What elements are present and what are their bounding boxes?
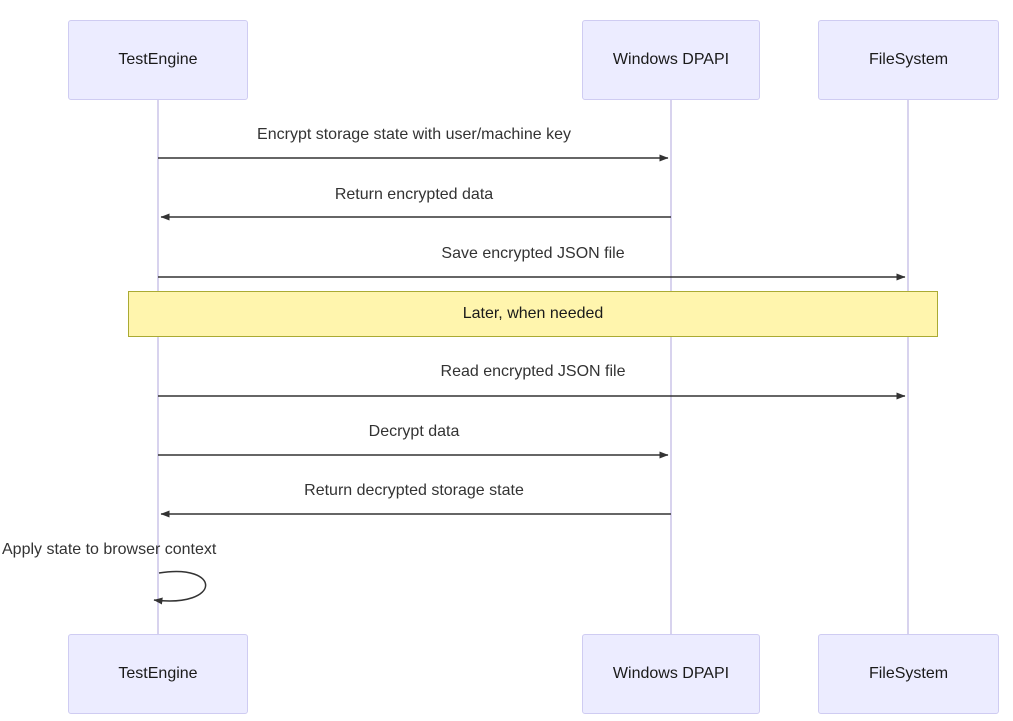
message-label: Apply state to browser context — [2, 541, 217, 558]
lifeline-filesystem — [907, 100, 909, 634]
actor-label: Windows DPAPI — [612, 665, 730, 682]
note-band: Later, when needed — [128, 291, 938, 337]
actor-label: FileSystem — [868, 665, 949, 682]
actor-top-windows-dpapi: Windows DPAPI — [582, 20, 760, 100]
actor-label: FileSystem — [868, 51, 949, 68]
actor-bottom-windows-dpapi: Windows DPAPI — [582, 634, 760, 714]
lifeline-testengine — [157, 100, 159, 634]
message-label: Return encrypted data — [334, 186, 494, 203]
lifeline-windows-dpapi — [670, 100, 672, 634]
actor-label: TestEngine — [118, 51, 198, 68]
message-label: Encrypt storage state with user/machine … — [257, 126, 571, 143]
actor-top-filesystem: FileSystem — [818, 20, 999, 100]
actor-label: TestEngine — [118, 665, 198, 682]
actor-label: Windows DPAPI — [612, 51, 730, 68]
message-label: Decrypt data — [368, 423, 460, 440]
actor-bottom-filesystem: FileSystem — [818, 634, 999, 714]
message-arrow-self-loop — [153, 570, 207, 605]
note-label: Later, when needed — [462, 305, 604, 322]
message-label: Return decrypted storage state — [304, 482, 524, 499]
message-label: Read encrypted JSON file — [440, 363, 626, 380]
actor-bottom-testengine: TestEngine — [68, 634, 248, 714]
message-label: Save encrypted JSON file — [441, 245, 625, 262]
actor-top-testengine: TestEngine — [68, 20, 248, 100]
